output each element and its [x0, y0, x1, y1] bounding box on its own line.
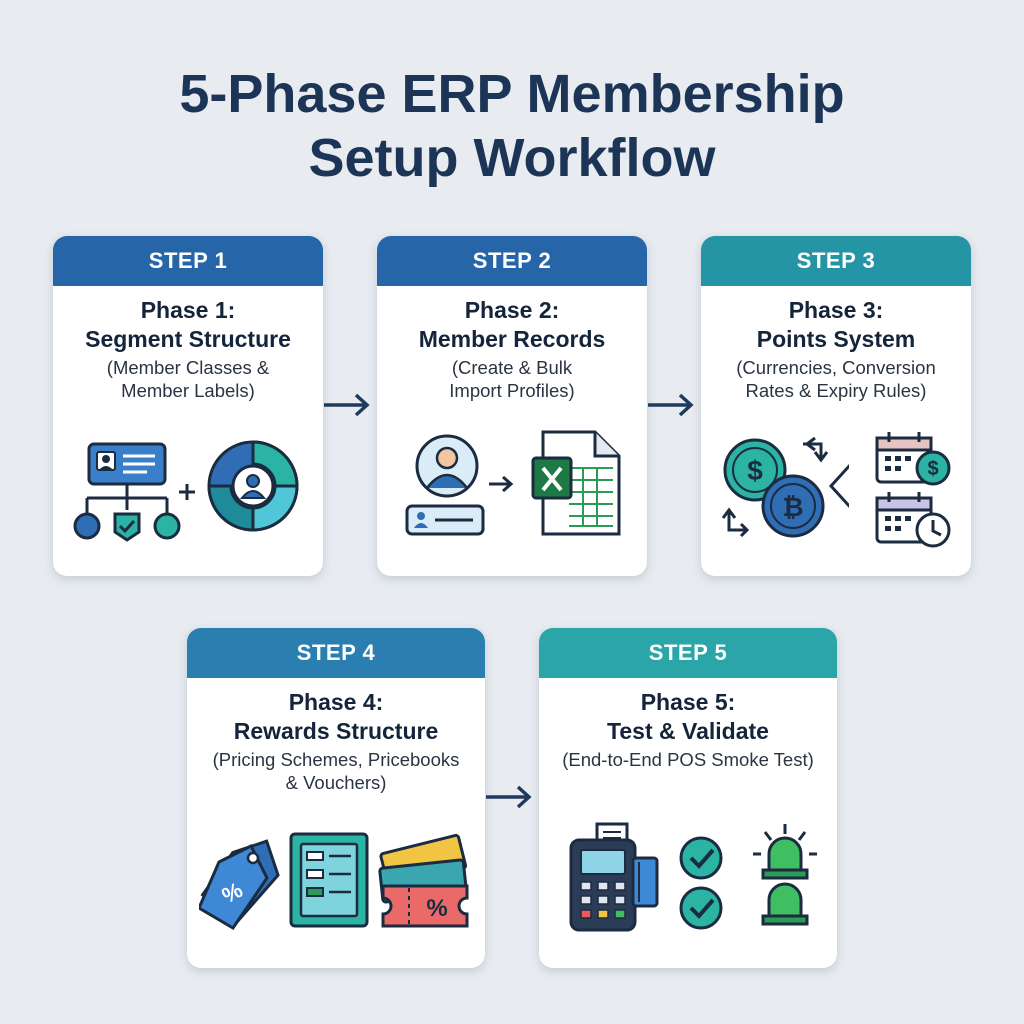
spreadsheet-icon — [531, 430, 621, 536]
step-label: STEP 2 — [377, 236, 647, 286]
description-line-1: (End-to-End POS Smoke Test) — [562, 749, 814, 770]
arrow-step1-to-step2 — [324, 393, 370, 417]
step-card-5: STEP 5 Phase 5: Test & Validate (End-to-… — [539, 628, 837, 968]
phase-description: (Pricing Schemes, Pricebooks & Vouchers) — [187, 748, 485, 794]
hierarchy-icon — [73, 442, 195, 542]
description-line-2: Import Profiles) — [449, 380, 575, 401]
green-light-icon — [753, 824, 817, 926]
phase-description: (End-to-End POS Smoke Test) — [539, 748, 837, 771]
title-line-2: Setup Workflow — [308, 128, 716, 188]
description-line-2: & Vouchers) — [285, 772, 387, 793]
illustration — [53, 428, 323, 576]
phase-title: Phase 4: Rewards Structure — [187, 688, 485, 746]
description-line-1: (Member Classes & — [106, 357, 270, 378]
step-card-1: STEP 1 Phase 1: Segment Structure (Membe… — [53, 236, 323, 576]
step-label: STEP 1 — [53, 236, 323, 286]
price-tag-icon: % — [199, 839, 280, 930]
phase-title: Phase 5: Test & Validate — [539, 688, 837, 746]
phase-name: Rewards Structure — [233, 718, 439, 744]
step-label: STEP 4 — [187, 628, 485, 678]
step-label: STEP 5 — [539, 628, 837, 678]
description-line-1: (Pricing Schemes, Pricebooks — [212, 749, 460, 770]
phase-number: Phase 1: — [140, 297, 236, 323]
phase-number: Phase 3: — [788, 297, 884, 323]
svg-text:$: $ — [747, 455, 763, 486]
phase-number: Phase 2: — [464, 297, 560, 323]
phase-description: (Create & Bulk Import Profiles) — [377, 356, 647, 402]
calendar-dollar-icon: $ — [875, 432, 951, 486]
user-profile-icon — [405, 434, 514, 536]
phase-title: Phase 1: Segment Structure — [53, 296, 323, 354]
illustration — [377, 428, 647, 576]
description-line-2: Rates & Expiry Rules) — [745, 380, 927, 401]
phase-number: Phase 4: — [288, 689, 384, 715]
phase-description: (Member Classes & Member Labels) — [53, 356, 323, 402]
voucher-icon: % — [378, 833, 469, 928]
exchange-arrows-icon: $ ₿ — [721, 436, 849, 538]
phase-name: Member Records — [418, 326, 606, 352]
arrow-step2-to-step3 — [648, 393, 694, 417]
svg-text:%: % — [426, 895, 447, 922]
phase-title: Phase 3: Points System — [701, 296, 971, 354]
svg-text:₿: ₿ — [782, 492, 803, 522]
phase-name: Segment Structure — [85, 326, 291, 352]
segment-donut-icon — [207, 440, 299, 532]
phase-number: Phase 5: — [640, 689, 736, 715]
title-line-1: 5-Phase ERP Membership — [179, 64, 845, 124]
calendar-clock-icon — [875, 492, 951, 548]
illustration — [539, 820, 837, 968]
check-icon — [679, 836, 723, 930]
step-label: STEP 3 — [701, 236, 971, 286]
phase-title: Phase 2: Member Records — [377, 296, 647, 354]
arrow-step4-to-step5 — [486, 785, 532, 809]
step-card-2: STEP 2 Phase 2: Member Records (Create &… — [377, 236, 647, 576]
step-card-3: STEP 3 Phase 3: Points System (Currencie… — [701, 236, 971, 576]
page-title: 5-Phase ERP Membership Setup Workflow — [0, 62, 1024, 190]
phase-name: Points System — [756, 326, 916, 352]
description-line-1: (Currencies, Conversion — [736, 357, 936, 378]
illustration: % % — [187, 820, 485, 968]
phase-description: (Currencies, Conversion Rates & Expiry R… — [701, 356, 971, 402]
description-line-2: Member Labels) — [121, 380, 255, 401]
description-line-1: (Create & Bulk — [451, 357, 573, 378]
svg-text:$: $ — [927, 458, 938, 480]
pricebook-icon — [289, 832, 369, 928]
step-card-4: STEP 4 Phase 4: Rewards Structure (Prici… — [187, 628, 485, 968]
pos-terminal-icon — [569, 822, 659, 932]
phase-name: Test & Validate — [607, 718, 769, 744]
illustration: $ ₿ $ — [701, 428, 971, 576]
